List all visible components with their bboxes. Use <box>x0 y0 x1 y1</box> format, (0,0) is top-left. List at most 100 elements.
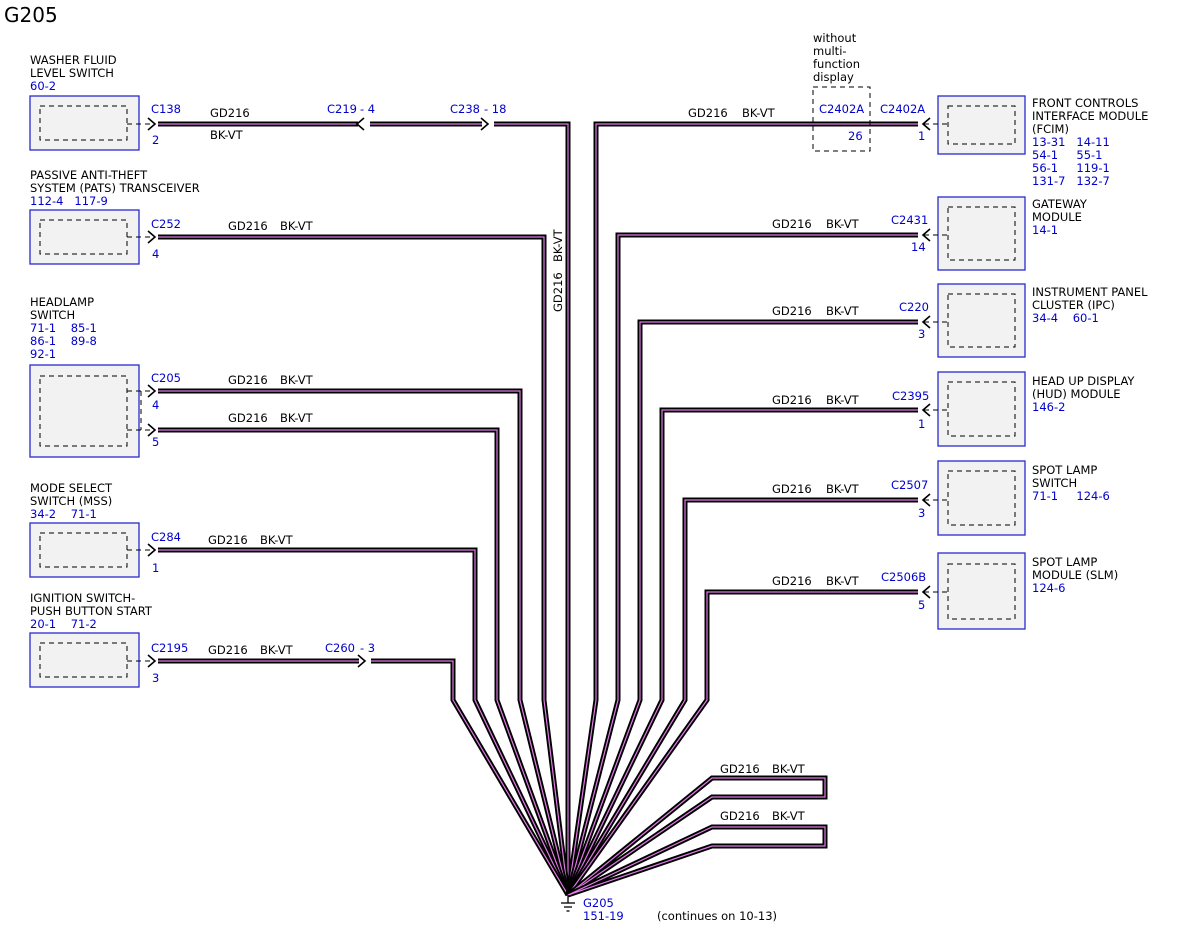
connector-label: C205 <box>151 371 181 385</box>
page-ref: 71-1 124-6 <box>1032 489 1110 503</box>
wire-ipc <box>565 319 918 896</box>
page-ref: 124-6 <box>1032 581 1065 595</box>
wire-color-label: BK-VT <box>826 393 860 407</box>
connector-label: C284 <box>151 530 181 544</box>
component-ignition-switch: IGNITION SWITCH- PUSH BUTTON START 20-1 … <box>29 591 294 688</box>
wire-color-label: BK-VT <box>826 304 860 318</box>
ground-g205: G205 151-19 (continues on 10-13) <box>561 895 777 923</box>
pin-number: 5 <box>918 598 925 612</box>
wire-mss <box>158 547 571 897</box>
inline-connector-c219: C219 - 4 <box>327 102 375 131</box>
page-ref: 71-1 85-1 <box>30 321 97 335</box>
circuit-label: GD216 <box>772 574 812 588</box>
page-ref: 54-1 55-1 <box>1032 148 1102 162</box>
page-title: G205 <box>4 3 58 27</box>
inline-connector-c238: C238 - 18 <box>450 102 506 131</box>
pin-number: - 18 <box>484 102 506 116</box>
wire-continuation-2 <box>566 824 828 898</box>
option-note: multi- <box>813 44 847 58</box>
wire-continuation-1 <box>566 775 828 898</box>
connector-label: C2402A <box>880 102 925 116</box>
option-note: display <box>813 70 854 84</box>
pin-number: 14 <box>911 240 926 254</box>
wire-fcim <box>565 121 918 896</box>
connector-label: C220 <box>899 300 929 314</box>
wire-color-label: BK-VT <box>742 106 776 120</box>
wire-pats <box>158 234 571 896</box>
wire-washer <box>158 121 571 895</box>
circuit-label: GD216 <box>772 393 812 407</box>
pin-number: 1 <box>918 129 925 143</box>
component-name: WASHER FLUID <box>30 53 117 67</box>
page-ref: 92-1 <box>30 347 56 361</box>
wire-color-label: BK-VT <box>826 482 860 496</box>
component-name: PASSIVE ANTI-THEFT <box>30 168 148 182</box>
component-name: SWITCH <box>1032 476 1077 490</box>
connector-label: C238 <box>450 102 480 116</box>
circuit-label: GD216 <box>688 106 728 120</box>
optional-connector-c2402a: without multi- function display C2402A 2… <box>812 31 871 152</box>
connector-label: C260 <box>325 641 355 655</box>
circuit-label: GD216 <box>228 411 268 425</box>
component-mode-select-switch: MODE SELECT SWITCH (MSS) 34-2 71-1 C284 … <box>29 481 294 578</box>
component-spot-lamp-module: SPOT LAMP MODULE (SLM) 124-6 C2506B 5 GD… <box>772 552 1118 630</box>
pin-number: 4 <box>152 398 159 412</box>
component-spot-lamp-switch: SPOT LAMP SWITCH 71-1 124-6 C2507 3 GD21… <box>772 460 1110 536</box>
ground-label: G205 <box>583 896 614 910</box>
pin-number: 3 <box>918 506 925 520</box>
circuit-label: GD216 <box>772 482 812 496</box>
page-ref: 34-2 71-1 <box>30 507 97 521</box>
component-name: MODE SELECT <box>30 481 113 495</box>
connector-label: C2431 <box>891 213 928 227</box>
pin-number: 3 <box>918 327 925 341</box>
page-ref: 13-31 14-11 <box>1032 135 1110 149</box>
circuit-label: GD216 <box>208 643 248 657</box>
option-note: without <box>813 31 857 45</box>
connector-label: C2395 <box>892 389 929 403</box>
wire-color-label: BK-VT <box>260 533 294 547</box>
component-washer-fluid-level-switch: WASHER FLUID LEVEL SWITCH 60-2 C138 2 GD… <box>29 53 250 151</box>
component-fcim: FRONT CONTROLS INTERFACE MODULE (FCIM) 1… <box>688 95 1148 188</box>
wire-color-label: BK-VT <box>280 411 314 425</box>
circuit-label: GD216 <box>720 809 760 823</box>
page-ref: 34-4 60-1 <box>1032 311 1099 325</box>
option-note: function <box>813 57 860 71</box>
wire-color-label: BK-VT <box>772 762 806 776</box>
wire-color-label: BK-VT <box>210 128 244 142</box>
component-name: GATEWAY <box>1032 197 1088 211</box>
component-gateway-module: GATEWAY MODULE 14-1 C2431 14 GD216 BK-VT <box>772 196 1088 271</box>
wire-headlamp-5 <box>158 427 571 896</box>
wire-slm <box>565 589 918 897</box>
component-headlamp-switch: HEADLAMP SWITCH 71-1 85-1 86-1 89-8 92-1… <box>29 295 314 458</box>
connector-label: C2402A <box>819 102 864 116</box>
wire-ignition <box>158 658 571 897</box>
wire-color-label: BK-VT <box>826 574 860 588</box>
wire-color-label: BK-VT <box>772 809 806 823</box>
component-name: SPOT LAMP <box>1032 555 1097 569</box>
page-ref: 60-2 <box>30 79 56 93</box>
circuit-label: GD216 <box>210 106 250 120</box>
component-name: HEADLAMP <box>30 295 94 309</box>
pin-number: 5 <box>152 435 159 449</box>
pin-number: - 3 <box>360 641 375 655</box>
component-head-up-display: HEAD UP DISPLAY (HUD) MODULE 146-2 C2395… <box>772 371 1135 447</box>
trunk-color-label: BK-VT <box>551 228 565 262</box>
pin-number: 2 <box>152 133 159 147</box>
wire-color-label: BK-VT <box>280 219 314 233</box>
page-ref: 112-4 117-9 <box>30 194 108 208</box>
page-ref: 56-1 119-1 <box>1032 161 1110 175</box>
wire-spotsw <box>565 497 918 897</box>
component-name: SPOT LAMP <box>1032 463 1097 477</box>
connector-label: C2506B <box>881 570 926 584</box>
connector-label: C2507 <box>891 478 928 492</box>
component-instrument-panel-cluster: INSTRUMENT PANEL CLUSTER (IPC) 34-4 60-1… <box>772 283 1148 358</box>
component-name: CLUSTER (IPC) <box>1032 298 1115 312</box>
pin-number: 26 <box>848 129 863 143</box>
component-name: HEAD UP DISPLAY <box>1032 374 1135 388</box>
component-name: SWITCH (MSS) <box>30 494 112 508</box>
wire-color-label: BK-VT <box>826 217 860 231</box>
component-name: FRONT CONTROLS <box>1032 96 1138 110</box>
wire-gateway <box>565 232 918 896</box>
connector-label: C219 <box>327 102 357 116</box>
